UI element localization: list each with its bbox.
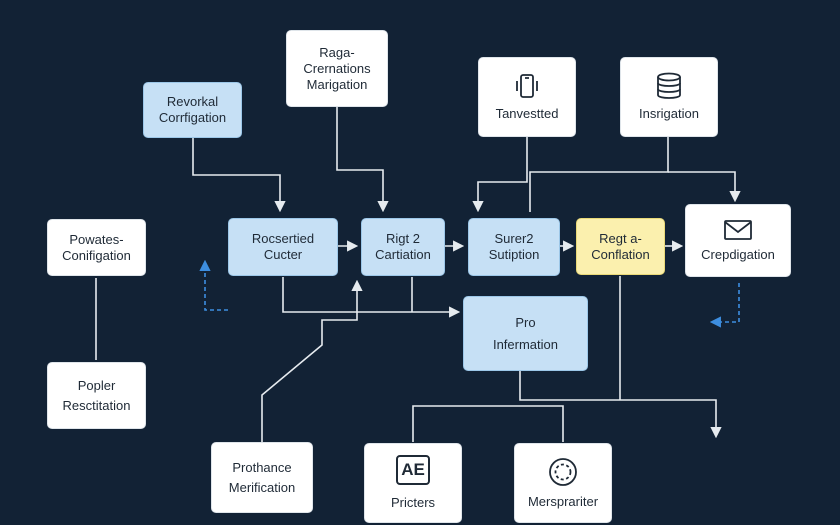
- dashed-arrow-left: [199, 259, 228, 311]
- node-rocsertied-cucter[interactable]: Rocsertied Cucter: [228, 218, 338, 276]
- connector-pro-bottom: [519, 371, 722, 439]
- node-regta-conflation[interactable]: Regt a- Conflation: [576, 218, 665, 275]
- node-prothance-line2: Merification: [228, 479, 296, 495]
- node-raga-migration-line2: Crernations: [303, 60, 371, 76]
- node-right2-cartiation[interactable]: Rigt 2 Cartiation: [361, 218, 445, 276]
- phone-icon: [516, 74, 538, 98]
- node-revorkal-line2: Corrfigation: [158, 110, 227, 125]
- node-popler-line1: Popler: [77, 377, 116, 393]
- connector-insrigation-crepdigation: [668, 171, 741, 203]
- connector-insrigation-regta: [529, 137, 669, 212]
- node-pricters[interactable]: AE Pricters: [364, 443, 462, 523]
- node-insrigation-label: Insrigation: [639, 106, 699, 121]
- node-mersprariter[interactable]: Mersprariter: [514, 443, 612, 523]
- node-surer2-line2: Sutiption: [488, 247, 540, 262]
- connector-prothance-right2: [261, 279, 363, 442]
- ae-icon: AE: [396, 455, 430, 485]
- node-pro-line2: Infermation: [492, 336, 559, 352]
- node-raga-migration-line3: Marigation: [306, 76, 368, 92]
- node-revorkal-line1: Revorkal: [166, 94, 219, 109]
- database-icon: [657, 72, 681, 99]
- node-right2-line1: Rigt 2: [386, 231, 420, 246]
- cycle-icon: [549, 458, 577, 486]
- node-powates-configuration[interactable]: Powates- Conifigation: [47, 219, 146, 276]
- node-popler-line2: Resctitation: [62, 397, 131, 413]
- node-revorkal-configuration[interactable]: Revorkal Corrfigation: [143, 82, 242, 138]
- node-mersprariter-label: Mersprariter: [527, 494, 599, 509]
- node-crepdigation-label: Crepdigation: [701, 246, 775, 262]
- dashed-arrow-right: [709, 283, 740, 328]
- connector-pro-mersprariter: [520, 405, 564, 442]
- connector-rocsertied-pro: [282, 277, 461, 318]
- node-tanvestted[interactable]: Tanvestted: [478, 57, 576, 137]
- connector-raga-right2: [336, 107, 389, 213]
- node-surer2-line1: Surer2: [494, 231, 534, 246]
- node-pro-line1: Pro: [515, 314, 536, 330]
- node-raga-migration-line1: Raga-: [319, 44, 355, 60]
- node-rocsertied-line1: Rocsertied: [251, 231, 315, 246]
- node-raga-migration[interactable]: Raga- Crernations Marigation: [286, 30, 388, 107]
- node-popler-resctitation[interactable]: Popler Resctitation: [47, 362, 146, 429]
- node-right2-line2: Cartiation: [375, 247, 431, 262]
- node-pro-infermation[interactable]: Pro Infermation: [463, 296, 588, 371]
- node-pricters-label: Pricters: [390, 495, 436, 510]
- connector-pro-pricters: [412, 405, 520, 442]
- mail-icon: [724, 219, 752, 240]
- connector-revorkal-rocsertied: [192, 138, 286, 213]
- node-powates-line1: Powates-: [69, 231, 124, 247]
- node-prothance-merification[interactable]: Prothance Merification: [211, 442, 313, 513]
- node-tanvestted-label: Tanvestted: [495, 106, 559, 121]
- node-rocsertied-line2: Cucter: [263, 247, 303, 262]
- node-powates-line2: Conifigation: [62, 247, 131, 263]
- node-surer2-sutiption[interactable]: Surer2 Sutiption: [468, 218, 560, 276]
- node-insrigation[interactable]: Insrigation: [620, 57, 718, 137]
- node-crepdigation[interactable]: Crepdigation: [685, 204, 791, 277]
- node-regta-line2: Conflation: [591, 246, 650, 262]
- connector-tanvestted-surer2: [472, 137, 528, 213]
- node-regta-line1: Regt a-: [599, 230, 642, 246]
- node-prothance-line1: Prothance: [232, 459, 292, 475]
